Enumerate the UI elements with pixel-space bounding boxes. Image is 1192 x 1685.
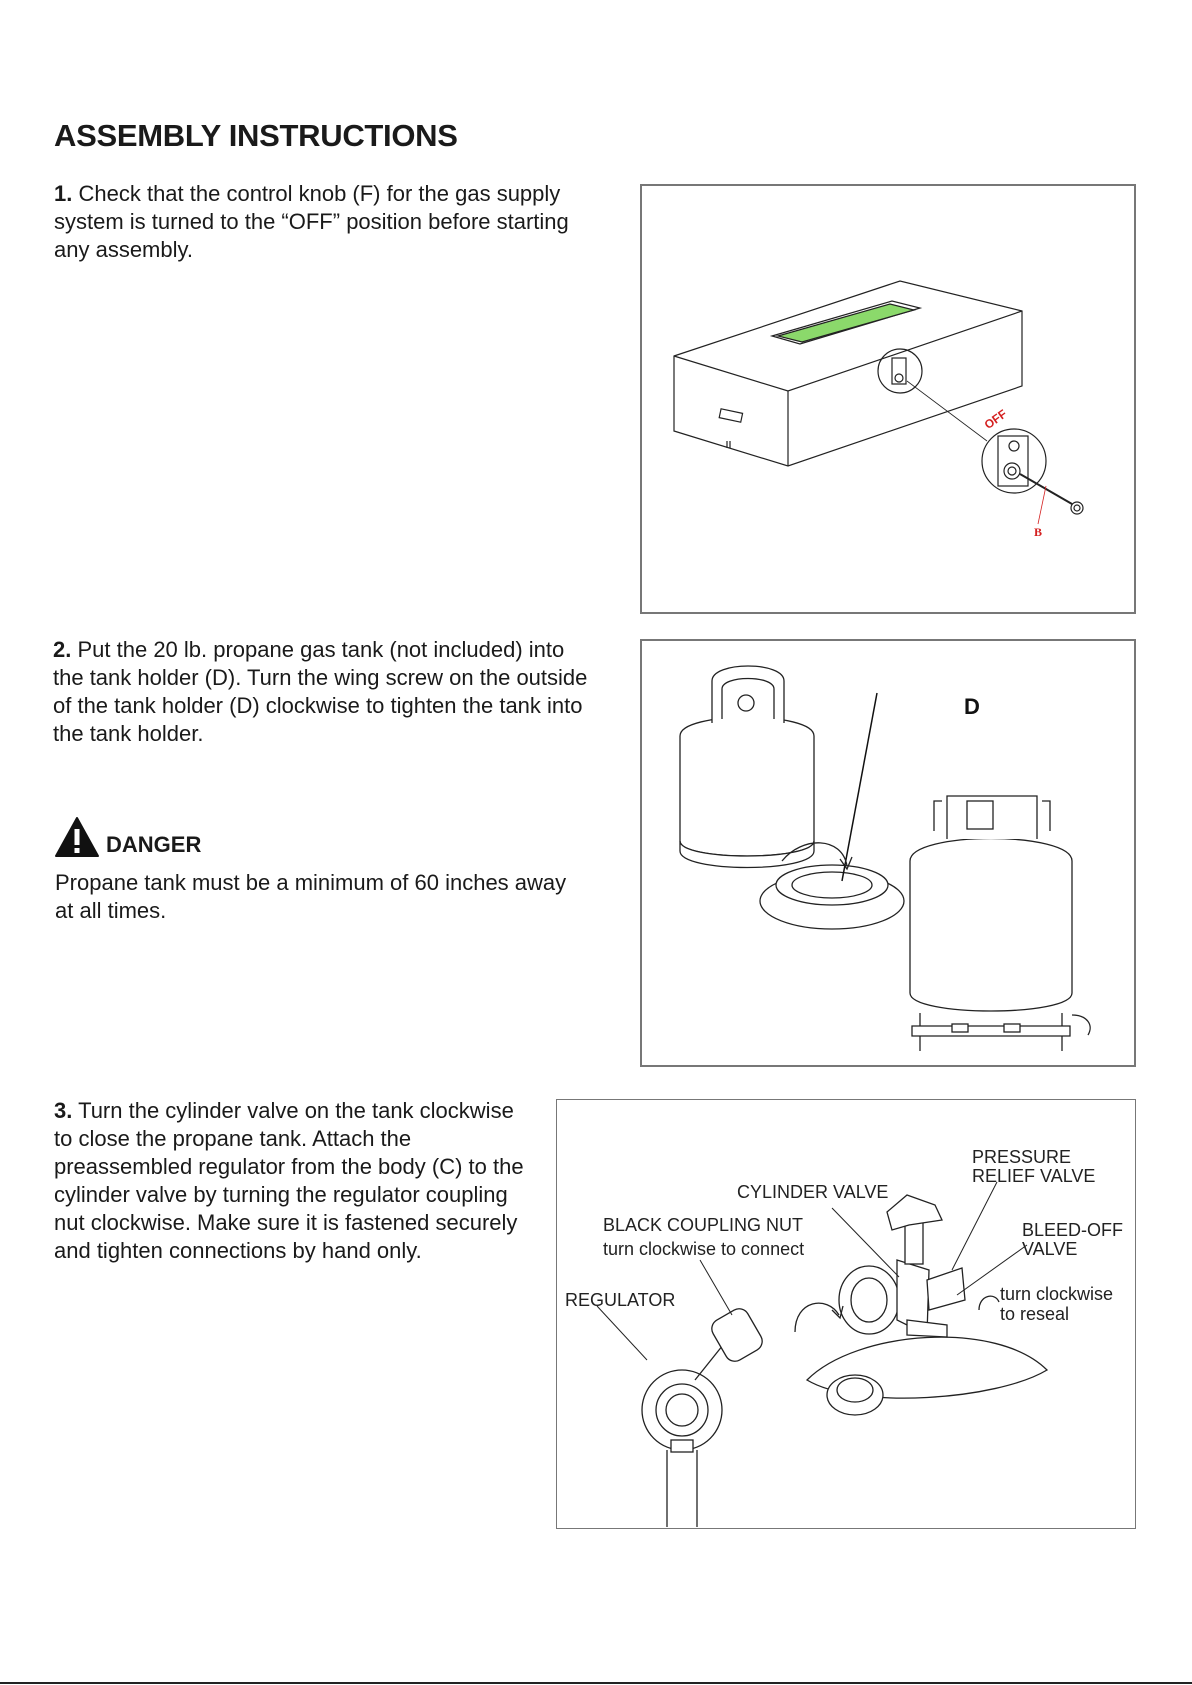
tank-holder-illustration: D (679, 665, 1091, 1051)
warning-triangle-icon (55, 817, 99, 857)
label-cylinder-valve: CYLINDER VALVE (737, 1182, 888, 1202)
step-number: 3. (54, 1098, 73, 1123)
step-text: Put the 20 lb. propane gas tank (not inc… (53, 637, 588, 746)
danger-text: Propane tank must be a minimum of 60 inc… (55, 870, 567, 923)
label-turn-connect: turn clockwise to connect (603, 1239, 804, 1259)
label-bleed-off-2: VALVE (1022, 1239, 1077, 1259)
label-pressure-relief-2: RELIEF VALVE (972, 1166, 1095, 1186)
figure-fire-table: OFF B (640, 184, 1136, 614)
page-title: ASSEMBLY INSTRUCTIONS (54, 118, 458, 153)
callout-d: D (964, 694, 980, 719)
step-number: 1. (54, 181, 73, 206)
bottom-rule (0, 1682, 1192, 1684)
figure-tank-holder: D (640, 639, 1136, 1067)
danger-heading: DANGER (54, 816, 201, 858)
step-number: 2. (53, 637, 72, 662)
fire-table-illustration: OFF B (673, 280, 1084, 539)
label-black-coupling-nut: BLACK COUPLING NUT (603, 1215, 803, 1235)
label-turn-reseal-2: to reseal (1000, 1304, 1069, 1324)
step-text: Turn the cylinder valve on the tank cloc… (54, 1098, 524, 1263)
label-pressure-relief-1: PRESSURE (972, 1147, 1071, 1167)
step-text: Check that the control knob (F) for the … (54, 181, 569, 262)
callout-b: B (1034, 525, 1042, 539)
danger-label: DANGER (106, 832, 202, 857)
label-bleed-off-1: BLEED-OFF (1022, 1220, 1123, 1240)
off-label: OFF (982, 407, 1010, 432)
label-turn-reseal-1: turn clockwise (1000, 1284, 1113, 1304)
figure-regulator-valve: PRESSURE RELIEF VALVE CYLINDER VALVE BLA… (556, 1099, 1136, 1529)
label-regulator: REGULATOR (565, 1290, 675, 1310)
step-2: 2. Put the 20 lb. propane gas tank (not … (53, 636, 593, 748)
regulator-valve-illustration: PRESSURE RELIEF VALVE CYLINDER VALVE BLA… (565, 1147, 1123, 1527)
step-3: 3. Turn the cylinder valve on the tank c… (54, 1097, 534, 1265)
step-1: 1. Check that the control knob (F) for t… (54, 180, 574, 264)
